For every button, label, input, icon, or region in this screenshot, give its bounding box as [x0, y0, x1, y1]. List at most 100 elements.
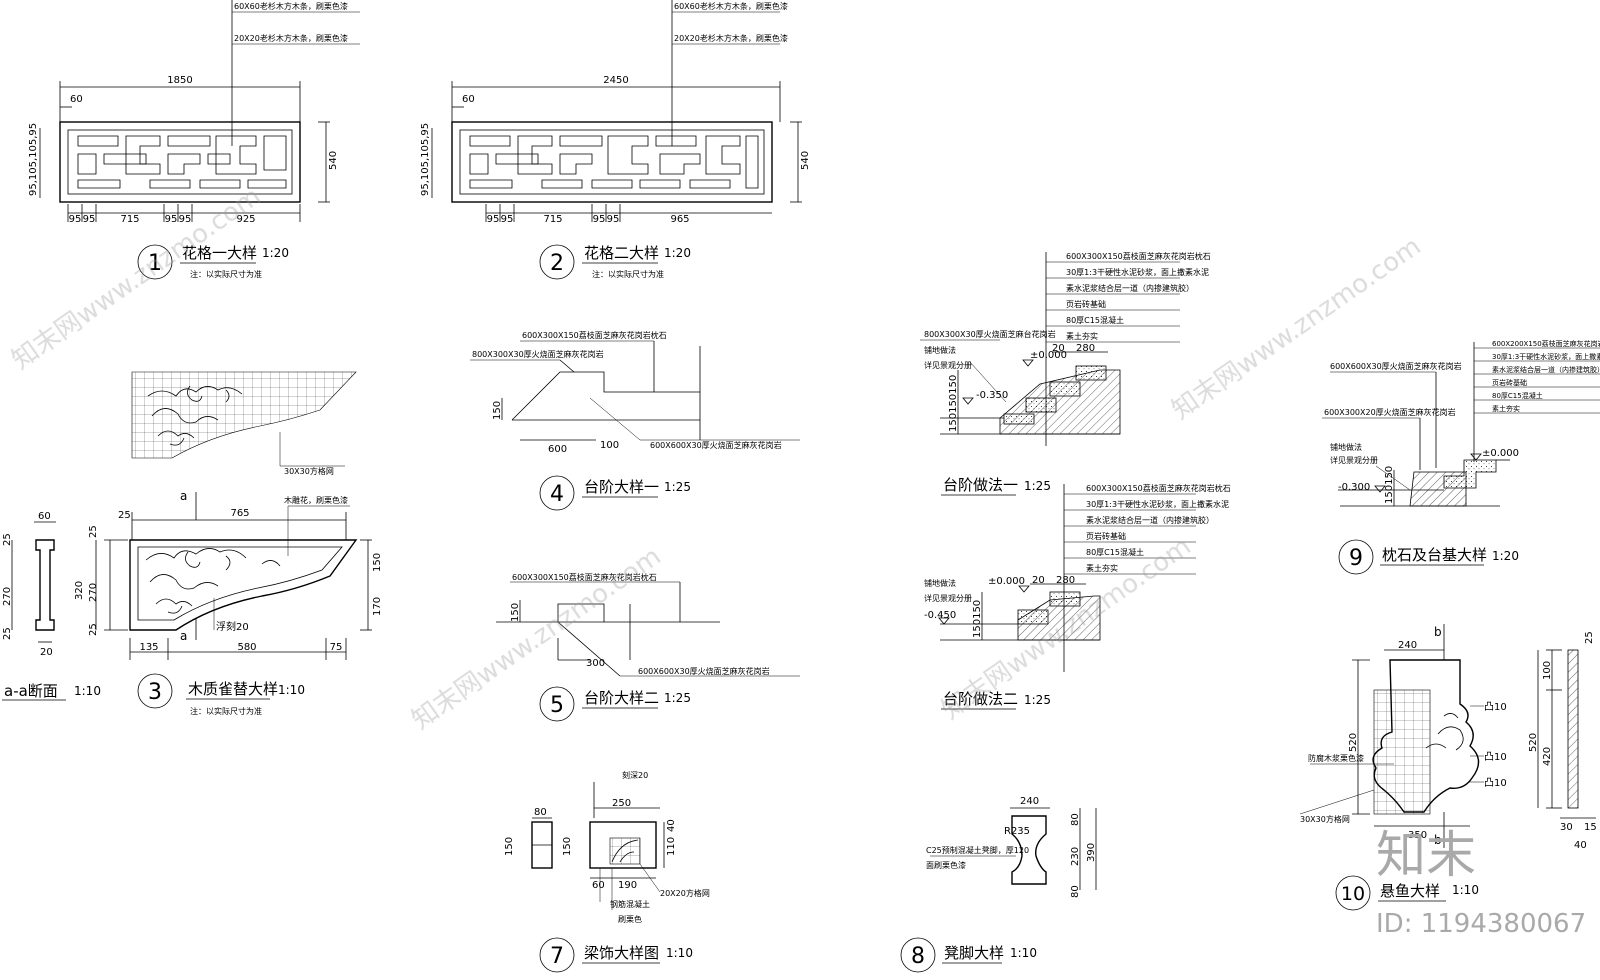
d8-dim-230: 230 — [1070, 847, 1081, 866]
d6-layer-4: 页岩砖基础 — [1066, 299, 1106, 309]
d9-pillow-stone — [1443, 459, 1497, 489]
d6b-top-stone — [1049, 591, 1081, 607]
d6-dim-280: 280 — [1076, 343, 1095, 354]
d4-dim-100: 100 — [600, 440, 619, 451]
detail-3-wooden-bracket: 30X30方格网 a a 25 765 木雕花，刷栗色漆 浮刻20 25 270… — [74, 371, 383, 716]
d1-number-circle — [137, 244, 173, 280]
d7-dim-60: 60 — [592, 880, 605, 891]
d1-dim-total: 1850 — [167, 75, 192, 86]
d2-dim-b6: 965 — [670, 214, 689, 225]
d4-step-profile — [511, 371, 700, 421]
d6b-layer-3: 素水泥浆结合层一道（内掺建筑胶） — [1086, 515, 1214, 525]
d6-title: 台阶做法一 — [943, 476, 1018, 494]
aa-dim-20: 20 — [40, 647, 53, 658]
d10-grid — [1373, 689, 1431, 815]
d2-dim-b1: 95 — [487, 214, 500, 225]
d6b-layer-1: 600X300X150荔枝面芝麻灰花岗岩枕石 — [1086, 483, 1231, 493]
d2-dim-b4: 95 — [593, 214, 606, 225]
d9-scale: 1:20 — [1492, 549, 1519, 563]
aa-scale: 1:10 — [74, 684, 101, 698]
d1-dim-b5: 95 — [179, 214, 192, 225]
d1-annotation-2: 20X20老杉木方木条，刷栗色漆 — [234, 33, 348, 43]
d3-carve-note: 木雕花，刷栗色漆 — [284, 495, 348, 505]
d6-low-stone — [1025, 397, 1057, 413]
d5-pillow-stone — [557, 603, 605, 622]
d6b-dim-20: 20 — [1032, 575, 1045, 586]
d5-number: 5 — [550, 693, 564, 718]
d9-layer-3: 素水泥浆结合层一道（内掺建筑胶） — [1492, 365, 1600, 374]
aa-profile — [35, 539, 55, 631]
watermark-brand: 知末 — [1376, 826, 1476, 884]
d3-bracket-outline — [129, 539, 358, 631]
d3-grid-note: 30X30方格网 — [284, 466, 334, 476]
d6b-level-1: ±0.000 — [988, 576, 1025, 587]
d6b-scale: 1:25 — [1024, 693, 1051, 707]
d3-dim-25a: 25 — [118, 510, 131, 521]
d4-annotation-1: 600X300X150荔枝面芝麻灰花岗岩枕石 — [522, 330, 667, 340]
detail-7-beam-decoration: 刻深20 250 80 150 150 110 40 60 190 钢筋混凝土 … — [504, 770, 710, 973]
d5-annotation-2: 600X600X30厚火烧面芝麻灰花岗岩 — [638, 666, 770, 676]
d10-fish-outline — [1372, 659, 1480, 813]
d3-dim-25b: 25 — [88, 525, 99, 538]
d7-dim-250: 250 — [612, 798, 631, 809]
d2-dim-height: 540 — [800, 151, 811, 170]
aa-dim-270: 270 — [2, 587, 13, 606]
d1-number: 1 — [148, 251, 162, 276]
d10-dim-r520: 520 — [1528, 733, 1539, 752]
d3-cut-bottom: a — [180, 629, 187, 643]
aa-dim-25b: 25 — [2, 627, 13, 640]
d3-dim-170: 170 — [372, 597, 383, 616]
d6-top-stone — [1075, 365, 1107, 381]
d9-level-2: -0.300 — [1338, 482, 1370, 493]
d6-dim-left: 150150150 — [948, 375, 959, 432]
d10-side-section — [1567, 649, 1579, 809]
d3-dim-320: 320 — [74, 581, 85, 600]
d7-dim-150b: 150 — [562, 837, 573, 856]
d9-number: 9 — [1349, 546, 1363, 571]
d8-scale: 1:10 — [1010, 946, 1037, 960]
d3-number-circle — [137, 673, 173, 709]
section-a-a: 60 25 270 25 20 a-a断面 1:10 — [2, 511, 101, 701]
d6-layer-3: 素水泥浆结合层一道（内掺建筑胶） — [1066, 283, 1194, 293]
d6b-level-2: -0.450 — [924, 610, 956, 621]
d6-mid-stone — [1049, 381, 1081, 397]
d7-dim-40: 40 — [666, 819, 677, 832]
d8-dim-390: 390 — [1086, 843, 1097, 862]
d9-level-1: ±0.000 — [1482, 448, 1519, 459]
detail-6b-step-method-two: 600X300X150荔枝面芝麻灰花岗岩枕石 30厚1:3干硬性水泥砂浆，面上撒… — [924, 483, 1231, 710]
d7-dim-110: 110 — [666, 837, 677, 856]
d7-dim-80: 80 — [534, 807, 547, 818]
d7-front-view — [589, 821, 657, 869]
d8-leg-outline — [1011, 815, 1047, 885]
d5-scale: 1:25 — [664, 691, 691, 705]
d1-dim-b3: 715 — [120, 214, 139, 225]
detail-4-step-one: 600X300X150荔枝面芝麻灰花岗岩枕石 800X300X30厚火烧面芝麻灰… — [470, 330, 800, 511]
d2-dim-left: 95,105,105,95 — [420, 123, 431, 196]
d6-level-1: ±0.000 — [1030, 350, 1067, 361]
d3-scale: 1:10 — [278, 683, 305, 697]
d7-annotation-grid: 20X20方格网 — [660, 888, 710, 898]
d8-number: 8 — [911, 944, 925, 969]
d3-dim-580: 580 — [237, 642, 256, 653]
d10-annotation-r2: 凸10 — [1484, 751, 1507, 763]
d6b-low-stone — [1017, 609, 1049, 625]
aa-title: a-a断面 — [4, 682, 58, 700]
d8-annotation-1: C25预制混凝土凳脚，厚120 — [926, 845, 1029, 855]
d7-grid-pattern — [609, 837, 641, 865]
d8-dim-240: 240 — [1020, 796, 1039, 807]
d7-annotation-b1: 钢筋混凝土 — [610, 899, 650, 909]
d6-level-2: -0.350 — [976, 390, 1008, 401]
d6-layer-5: 80厚C15混凝土 — [1066, 315, 1124, 325]
d7-dim-150a: 150 — [504, 837, 515, 856]
d2-dim-b3: 715 — [543, 214, 562, 225]
d6-base-stone — [1003, 413, 1035, 425]
d2-dim-b2: 95 — [501, 214, 514, 225]
watermark-layer: 知末网www.znzmo.com 知末网www.znzmo.com 知末网www… — [7, 181, 1427, 735]
d10-dim-r100: 100 — [1542, 661, 1553, 680]
d2-number: 2 — [550, 251, 564, 276]
d1-annotation-1: 60X60老杉木方木条，刷栗色漆 — [234, 1, 348, 11]
d6b-dim-280: 280 — [1056, 575, 1075, 586]
d7-number: 7 — [550, 944, 564, 969]
d3-relief: 浮刻20 — [216, 620, 249, 633]
d3-cut-top: a — [180, 489, 187, 503]
